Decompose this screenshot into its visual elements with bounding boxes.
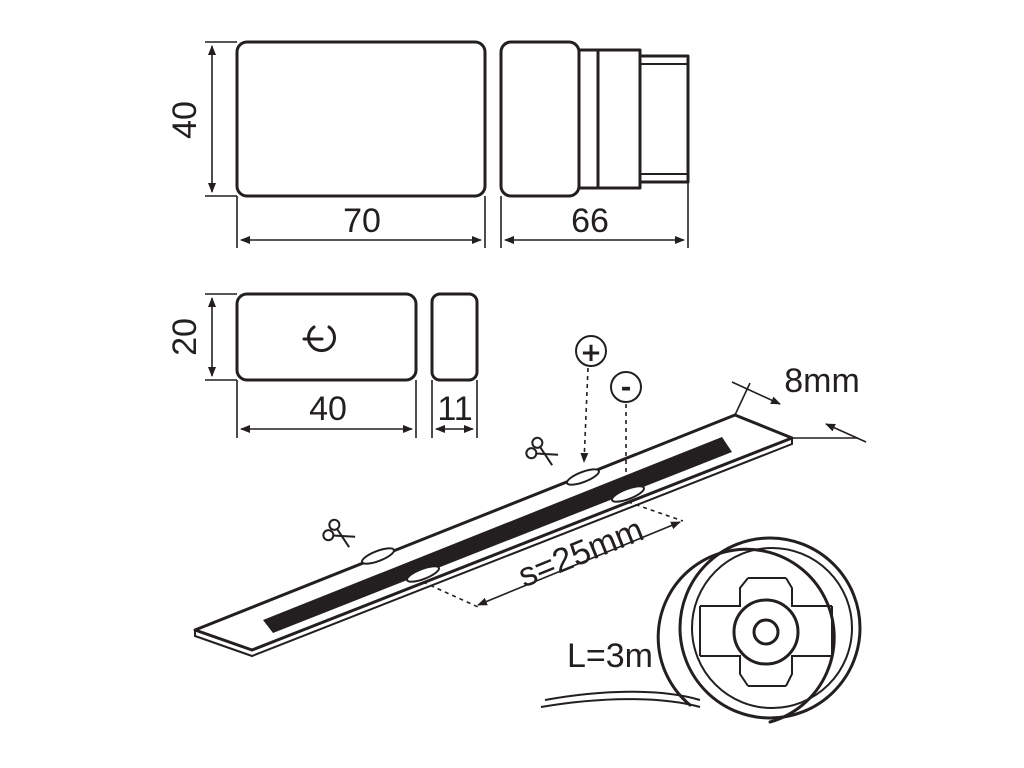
front-view-body xyxy=(235,40,487,198)
reel-length-label: L=3m xyxy=(567,637,653,675)
side-depth-label: 66 xyxy=(571,202,609,240)
solder-pad xyxy=(406,565,440,583)
front-height-label: 40 xyxy=(166,101,204,139)
front-width-label: 70 xyxy=(343,202,381,240)
top-height-label: 20 xyxy=(166,318,204,356)
minus-terminal-icon xyxy=(610,371,642,403)
side-view: 66 xyxy=(499,40,690,248)
front-view: 40 70 xyxy=(166,40,487,248)
strip-width-label: 8mm xyxy=(784,362,860,400)
solder-pad xyxy=(611,485,645,503)
minus-symbol: - xyxy=(621,373,632,403)
scissors-icon xyxy=(525,436,559,466)
reel: L=3m xyxy=(540,536,862,724)
plus-terminal-icon xyxy=(575,335,607,367)
end-view-body xyxy=(430,292,479,382)
top-view-body xyxy=(235,292,418,382)
side-view-body xyxy=(499,40,581,198)
strip-width-arrow-top xyxy=(731,381,781,405)
top-view: 20 40 xyxy=(166,292,418,438)
strip-width-arrow-bottom xyxy=(825,423,867,443)
led-strip: + - s=25mm 8mm xyxy=(193,335,867,658)
end-view: 11 xyxy=(430,292,479,438)
solder-pad xyxy=(361,547,395,565)
reel-hub xyxy=(699,577,833,687)
top-width-label: 40 xyxy=(309,390,347,428)
solder-pad xyxy=(566,468,600,486)
plus-symbol: + xyxy=(580,338,602,368)
scissors-icon xyxy=(322,518,356,548)
end-width-label: 11 xyxy=(437,390,472,428)
power-icon xyxy=(302,325,336,353)
reel-outer xyxy=(678,536,862,720)
spacing-dimension-line xyxy=(477,521,681,606)
